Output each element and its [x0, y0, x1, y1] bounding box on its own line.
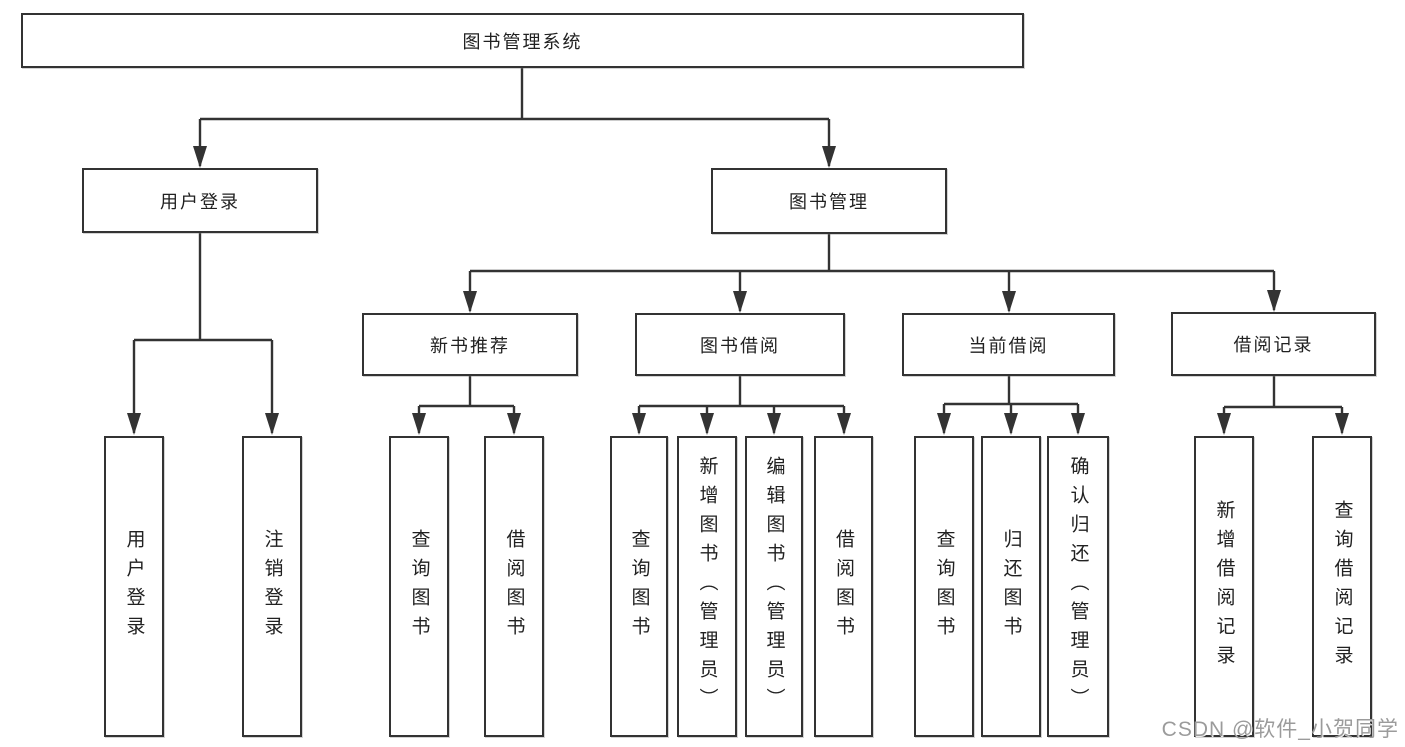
csdn-watermark: CSDN @软件_小贺同学: [1161, 718, 1399, 741]
node-label-current-borrow: 当前借阅: [968, 335, 1049, 356]
leaf-box-return-books: 归还图书: [981, 436, 1041, 737]
leaf-box-user-login: 用户登录: [104, 436, 164, 737]
leaf-label-confirm-return-admin: 确认归还（管理员）: [1067, 456, 1089, 717]
node-box-book-borrow: 图书借阅: [635, 313, 845, 376]
node-box-user-login: 用户登录: [82, 168, 318, 233]
leaf-box-confirm-return-admin: 确认归还（管理员）: [1047, 436, 1109, 737]
leaf-label-query-books-1: 查询图书: [408, 528, 430, 645]
leaf-label-user-login: 用户登录: [123, 528, 145, 645]
leaf-box-add-borrow-record: 新增借阅记录: [1194, 436, 1254, 737]
node-label-book-management: 图书管理: [789, 192, 869, 212]
leaf-label-query-books-3: 查询图书: [933, 528, 955, 645]
leaf-box-query-books-2: 查询图书: [610, 436, 668, 737]
node-label-borrow-records: 借阅记录: [1233, 335, 1314, 355]
node-box-new-book-recommend: 新书推荐: [362, 313, 578, 376]
leaf-box-query-books-1: 查询图书: [389, 436, 449, 737]
leaf-label-borrow-books-1: 借阅图书: [503, 528, 525, 645]
leaf-label-add-book-admin: 新增图书（管理员）: [696, 456, 718, 717]
node-box-current-borrow: 当前借阅: [902, 313, 1115, 376]
connector-trunk-lines: [134, 68, 1342, 409]
leaf-label-query-books-2: 查询图书: [628, 528, 650, 645]
leaf-label-add-borrow-record: 新增借阅记录: [1213, 499, 1235, 674]
node-label-new-book-recommend: 新书推荐: [430, 335, 510, 356]
leaf-box-query-books-3: 查询图书: [914, 436, 974, 737]
leaf-box-logout: 注销登录: [242, 436, 302, 737]
node-label-user-login: 用户登录: [160, 191, 240, 212]
node-box-borrow-records: 借阅记录: [1171, 312, 1376, 376]
leaf-label-query-borrow-record: 查询借阅记录: [1331, 499, 1353, 674]
leaf-label-borrow-books-2: 借阅图书: [833, 528, 854, 645]
leaf-label-return-books: 归还图书: [1000, 528, 1022, 645]
leaf-box-borrow-books-2: 借阅图书: [814, 436, 873, 737]
leaf-box-borrow-books-1: 借阅图书: [484, 436, 544, 737]
node-label-book-borrow: 图书借阅: [700, 335, 780, 356]
leaf-box-query-borrow-record: 查询借阅记录: [1312, 436, 1372, 737]
leaf-box-add-book-admin: 新增图书（管理员）: [677, 436, 737, 737]
node-box-book-management: 图书管理: [711, 168, 947, 234]
leaf-label-edit-book-admin: 编辑图书（管理员）: [763, 456, 785, 717]
leaf-box-edit-book-admin: 编辑图书（管理员）: [745, 436, 803, 737]
node-label-library-system: 图书管理系统: [462, 31, 583, 52]
node-box-library-system: 图书管理系统: [21, 13, 1024, 68]
leaf-label-logout: 注销登录: [261, 528, 283, 645]
